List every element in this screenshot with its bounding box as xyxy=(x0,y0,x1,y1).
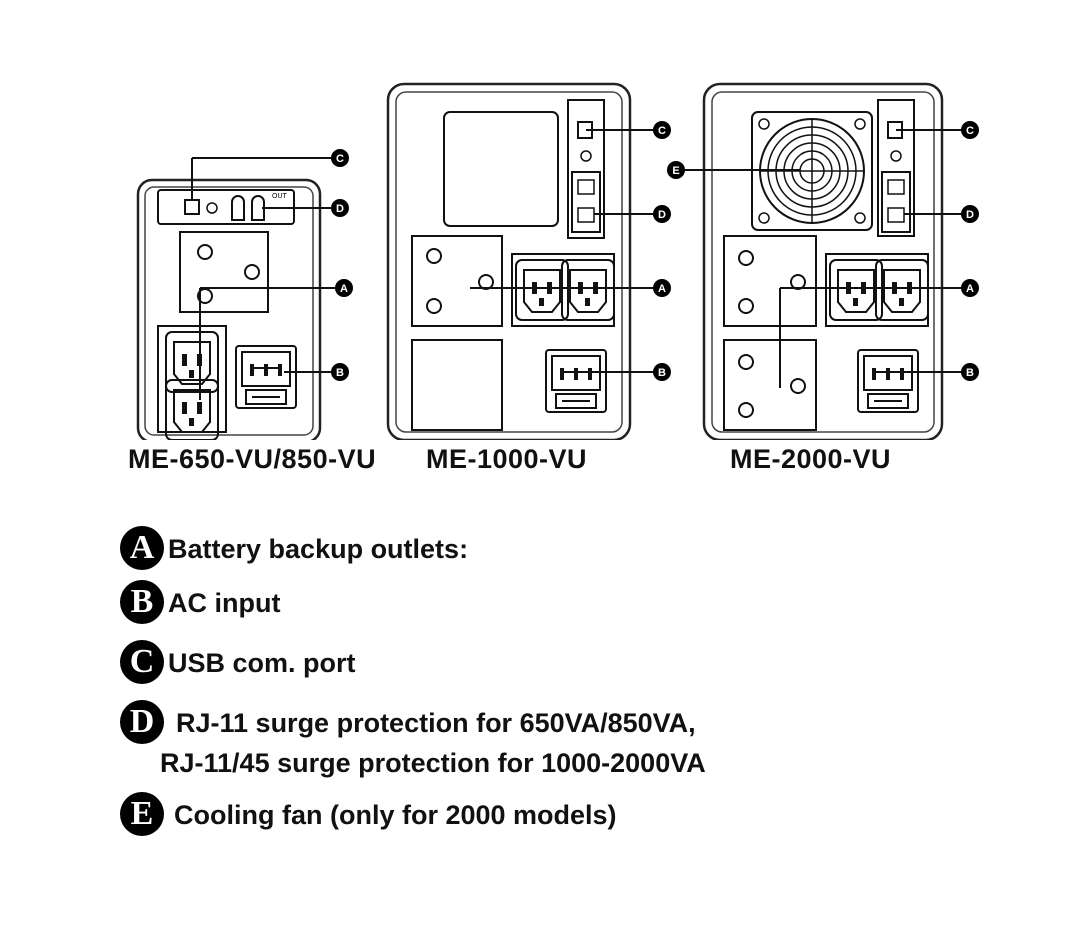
callout-b: B xyxy=(336,367,344,379)
ups-large-unit: E C D A B xyxy=(667,82,979,440)
legend-text-d: RJ-11 surge protection for 650VA/850VA, … xyxy=(160,700,706,783)
legend-text-d-line2: RJ-11/45 surge protection for 1000-2000V… xyxy=(160,748,706,778)
model-label-650-850: ME-650-VU/850-VU xyxy=(128,444,377,474)
letter-a-badge: A xyxy=(120,526,164,570)
callout-d: D xyxy=(336,203,344,215)
callout-c: C xyxy=(336,153,344,165)
ups-drawings: OUT C D A B xyxy=(136,82,979,440)
letter-e-badge: E xyxy=(120,792,164,836)
legend-text-e: Cooling fan (only for 2000 models) xyxy=(174,800,617,830)
callout-e: E xyxy=(672,165,679,177)
callout-b: B xyxy=(966,367,974,379)
model-label-2000: ME-2000-VU xyxy=(730,444,892,474)
legend-item-e: E Cooling fan (only for 2000 models) xyxy=(120,792,617,836)
callout-d: D xyxy=(966,209,974,221)
out-label: OUT xyxy=(272,193,288,200)
callout-c: C xyxy=(658,125,666,137)
letter-b-badge: B xyxy=(120,580,164,624)
callout-a: A xyxy=(966,283,974,295)
letter-d-badge: D xyxy=(120,700,164,744)
letter-c-badge: C xyxy=(120,640,164,684)
callout-a: A xyxy=(340,283,348,295)
legend-text-b: AC input xyxy=(168,588,281,618)
legend-text-c: USB com. port xyxy=(168,648,356,678)
legend-item-a: A Battery backup outlets: xyxy=(120,526,468,570)
callout-d: D xyxy=(658,209,666,221)
legend-item-d: D RJ-11 surge protection for 650VA/850VA… xyxy=(120,700,706,783)
model-label-1000: ME-1000-VU xyxy=(426,444,588,474)
legend-text-d-line1: RJ-11 surge protection for 650VA/850VA, xyxy=(176,708,696,738)
ups-medium-unit: C D A B xyxy=(386,82,671,440)
callout-c: C xyxy=(966,125,974,137)
legend-item-c: C USB com. port xyxy=(120,640,356,684)
legend-text-a: Battery backup outlets: xyxy=(168,534,469,564)
callout-a: A xyxy=(658,283,666,295)
callout-b: B xyxy=(658,367,666,379)
legend-item-b: B AC input xyxy=(120,580,280,624)
ups-small-unit: OUT C D A B xyxy=(136,149,353,440)
